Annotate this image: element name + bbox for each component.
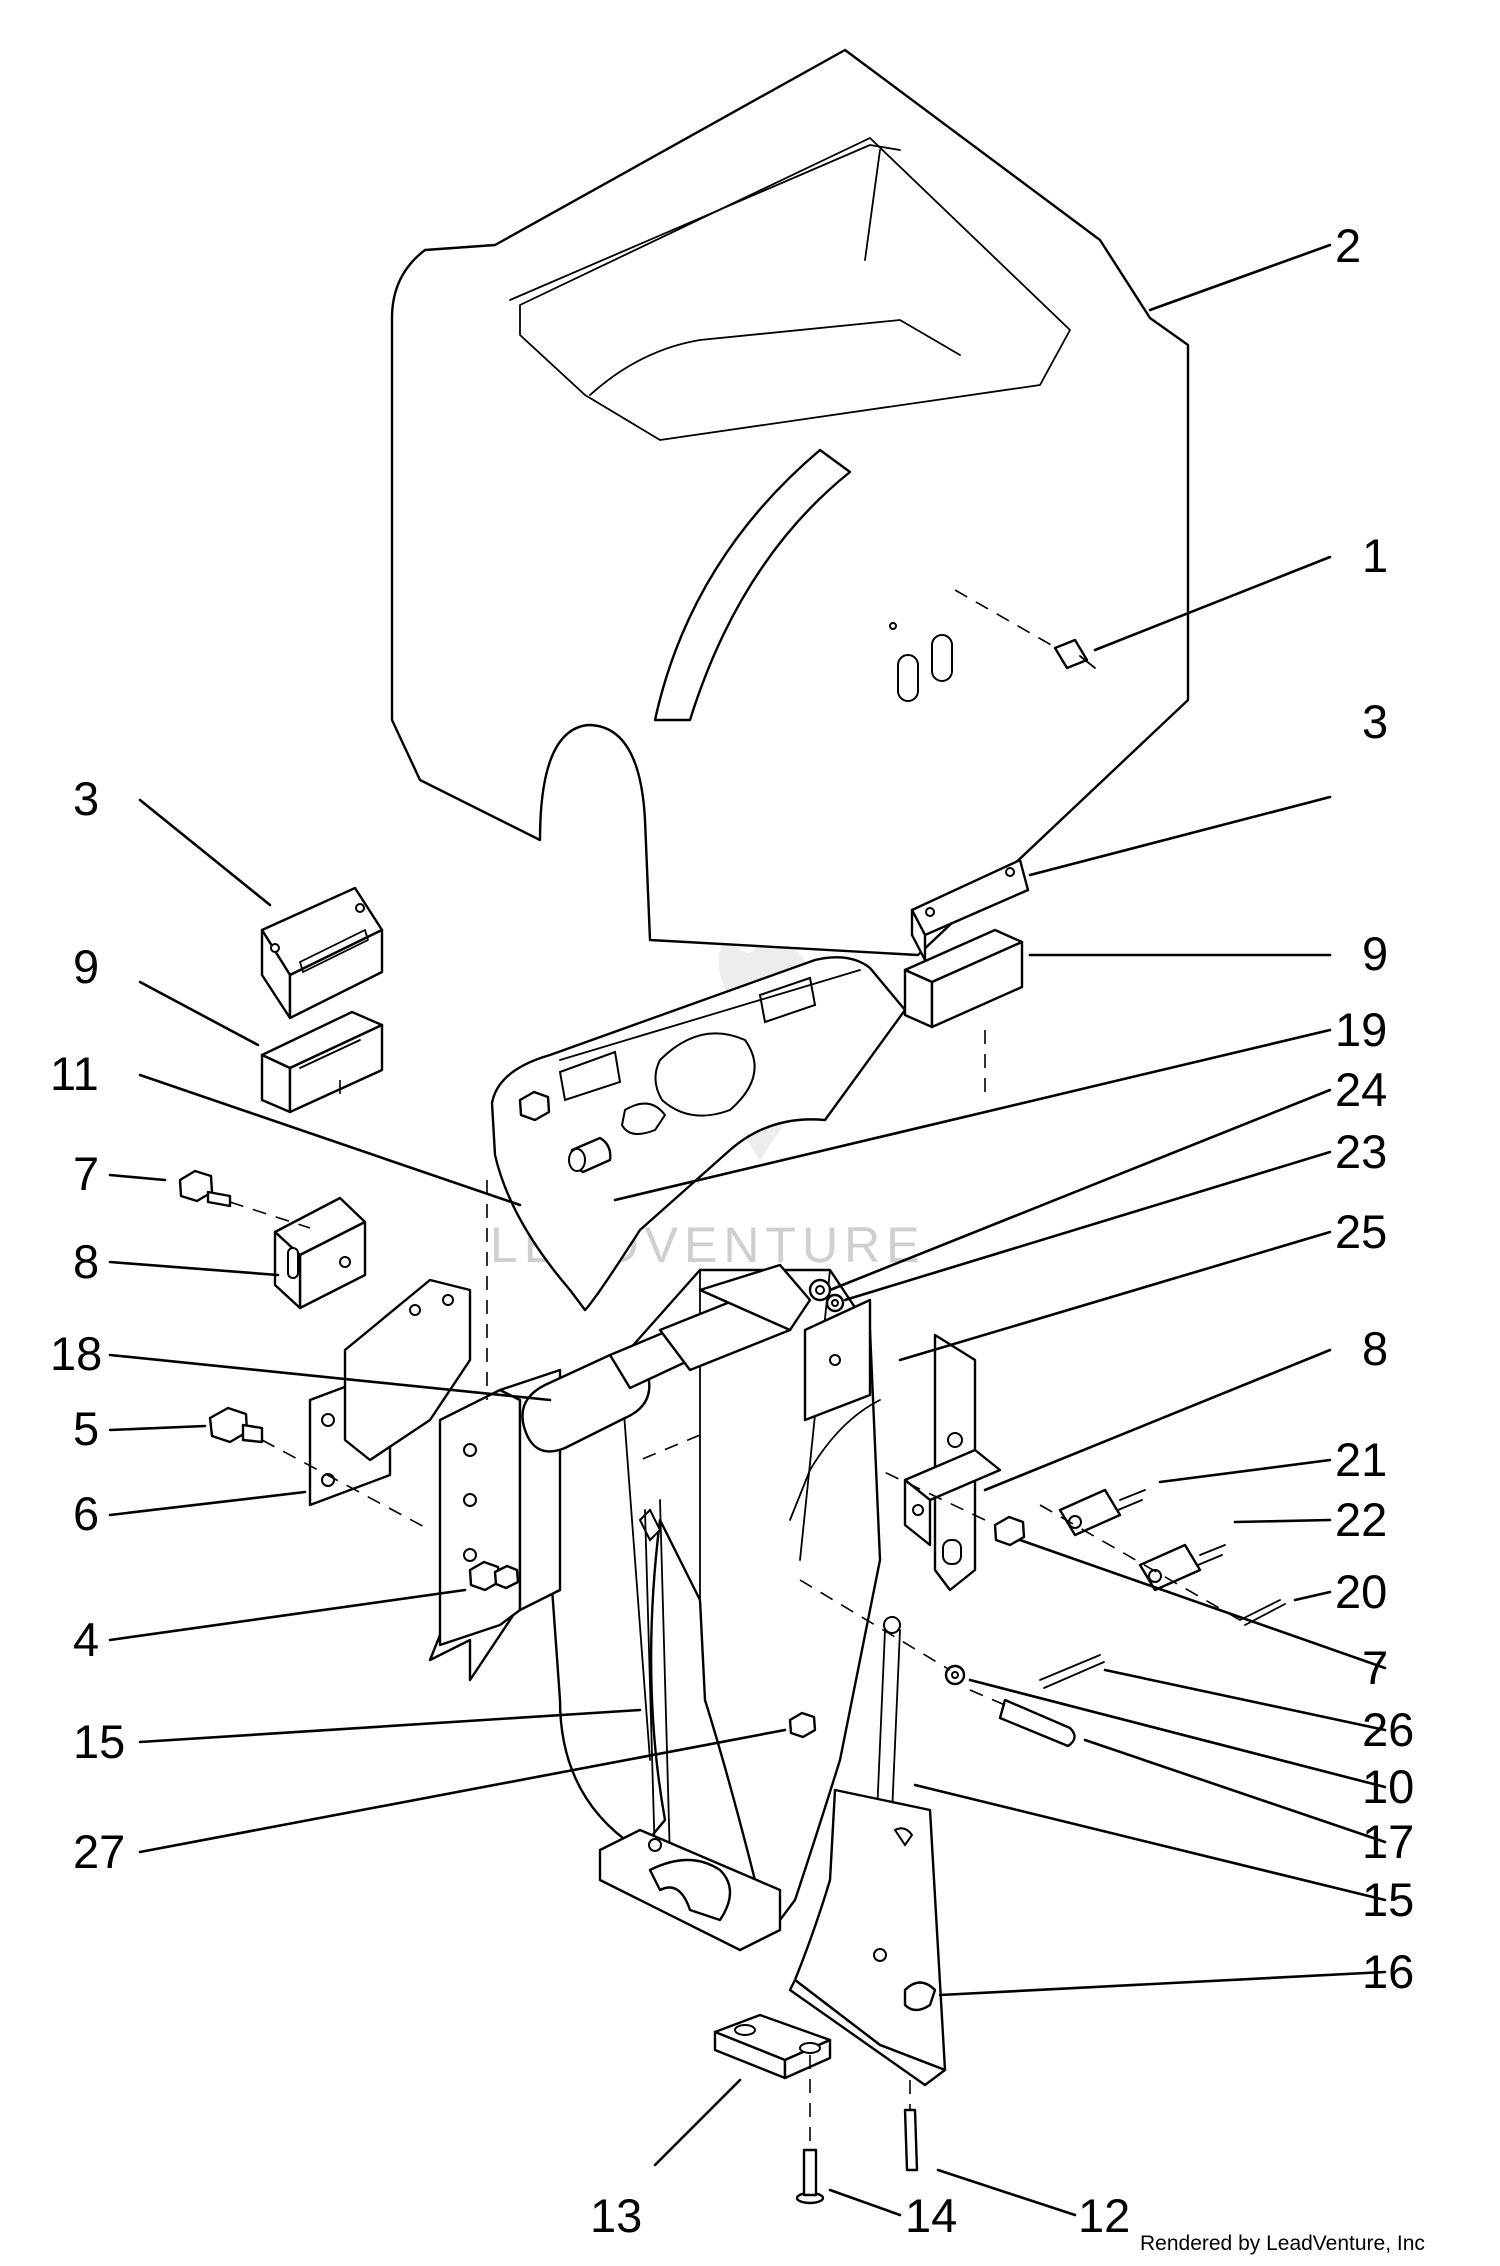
nut-part-4 xyxy=(468,1560,520,1592)
callout-21: 21 xyxy=(1335,1433,1387,1486)
washer-part-23 xyxy=(825,1293,845,1313)
nut-part-11 xyxy=(518,1090,551,1122)
bracket-left-part-3 xyxy=(260,886,384,1020)
block-part-13 xyxy=(713,2013,832,2080)
callout-25: 25 xyxy=(1335,1205,1387,1258)
callout-6: 6 xyxy=(73,1487,99,1540)
callout-19: 19 xyxy=(1335,1003,1387,1056)
nut-part-27 xyxy=(788,1711,817,1739)
screw-part-1 xyxy=(954,589,1096,670)
callout-27: 27 xyxy=(73,1825,125,1878)
callout-22: 22 xyxy=(1335,1493,1387,1546)
callout-18: 18 xyxy=(50,1327,102,1380)
callout-17: 17 xyxy=(1362,1815,1414,1868)
alignment-lines xyxy=(339,1030,986,1671)
callout-3-left: 3 xyxy=(73,772,99,825)
pedal-part-16 xyxy=(788,1788,947,2087)
callout-15-right: 15 xyxy=(1362,1873,1414,1926)
callout-20: 20 xyxy=(1335,1565,1387,1618)
callout-16: 16 xyxy=(1362,1945,1414,1998)
washer-part-10 xyxy=(944,1664,966,1686)
callout-7-left: 7 xyxy=(73,1147,99,1200)
upper-frame-plate xyxy=(490,956,907,1312)
callout-15-left: 15 xyxy=(73,1715,125,1768)
callout-1: 1 xyxy=(1362,529,1388,582)
pin-part-12 xyxy=(903,2080,919,2172)
pin-part-17 xyxy=(969,1689,1076,1748)
callout-9-right: 9 xyxy=(1362,927,1388,980)
bolt-part-7-right xyxy=(879,1469,1026,1547)
rod-left-part-15 xyxy=(644,1499,671,1861)
spacer-part-19 xyxy=(568,1136,612,1174)
callout-8-right: 8 xyxy=(1362,1322,1388,1375)
washer-part-24 xyxy=(808,1278,832,1302)
bolt-part-14 xyxy=(795,2055,825,2205)
pedal-bar-left xyxy=(598,1828,782,1952)
cotter-pin-part-26 xyxy=(1039,1654,1105,1689)
callout-26: 26 xyxy=(1362,1703,1414,1756)
callout-11: 11 xyxy=(50,1047,99,1100)
switch-part-21 xyxy=(1058,1488,1146,1537)
callout-24: 24 xyxy=(1335,1063,1387,1116)
console-cover xyxy=(390,48,1190,957)
callout-10: 10 xyxy=(1362,1760,1414,1813)
bolt-part-5 xyxy=(208,1406,431,1531)
callout-14: 14 xyxy=(905,2189,957,2242)
callout-13: 13 xyxy=(590,2189,642,2242)
lever-handle-part-18 xyxy=(521,1263,812,1453)
pad-right-part-9 xyxy=(903,928,1024,1029)
bracket-part-25 xyxy=(803,1298,872,1422)
pad-left-part-9 xyxy=(260,1010,384,1114)
rendered-by-credit: Rendered by LeadVenture, Inc xyxy=(1140,2232,1425,2255)
callout-12: 12 xyxy=(1078,2189,1130,2242)
bracket-part-8-right xyxy=(903,1448,1002,1547)
callout-2: 2 xyxy=(1335,219,1361,272)
callout-4: 4 xyxy=(73,1613,99,1666)
callout-8-left: 8 xyxy=(73,1235,99,1288)
switch-part-22 xyxy=(1138,1543,1226,1592)
callout-labels: 2 1 3 3 9 9 19 11 24 23 7 8 25 8 18 5 21… xyxy=(50,219,1414,2242)
bracket-part-8-left xyxy=(273,1196,367,1310)
callout-7-right: 7 xyxy=(1362,1641,1388,1694)
callout-3-right: 3 xyxy=(1362,695,1388,748)
callout-9-left: 9 xyxy=(73,940,99,993)
callout-5: 5 xyxy=(73,1402,99,1455)
callout-23: 23 xyxy=(1335,1125,1387,1178)
leader-lines xyxy=(108,243,1387,2217)
bolt-part-7-left xyxy=(178,1169,311,1229)
